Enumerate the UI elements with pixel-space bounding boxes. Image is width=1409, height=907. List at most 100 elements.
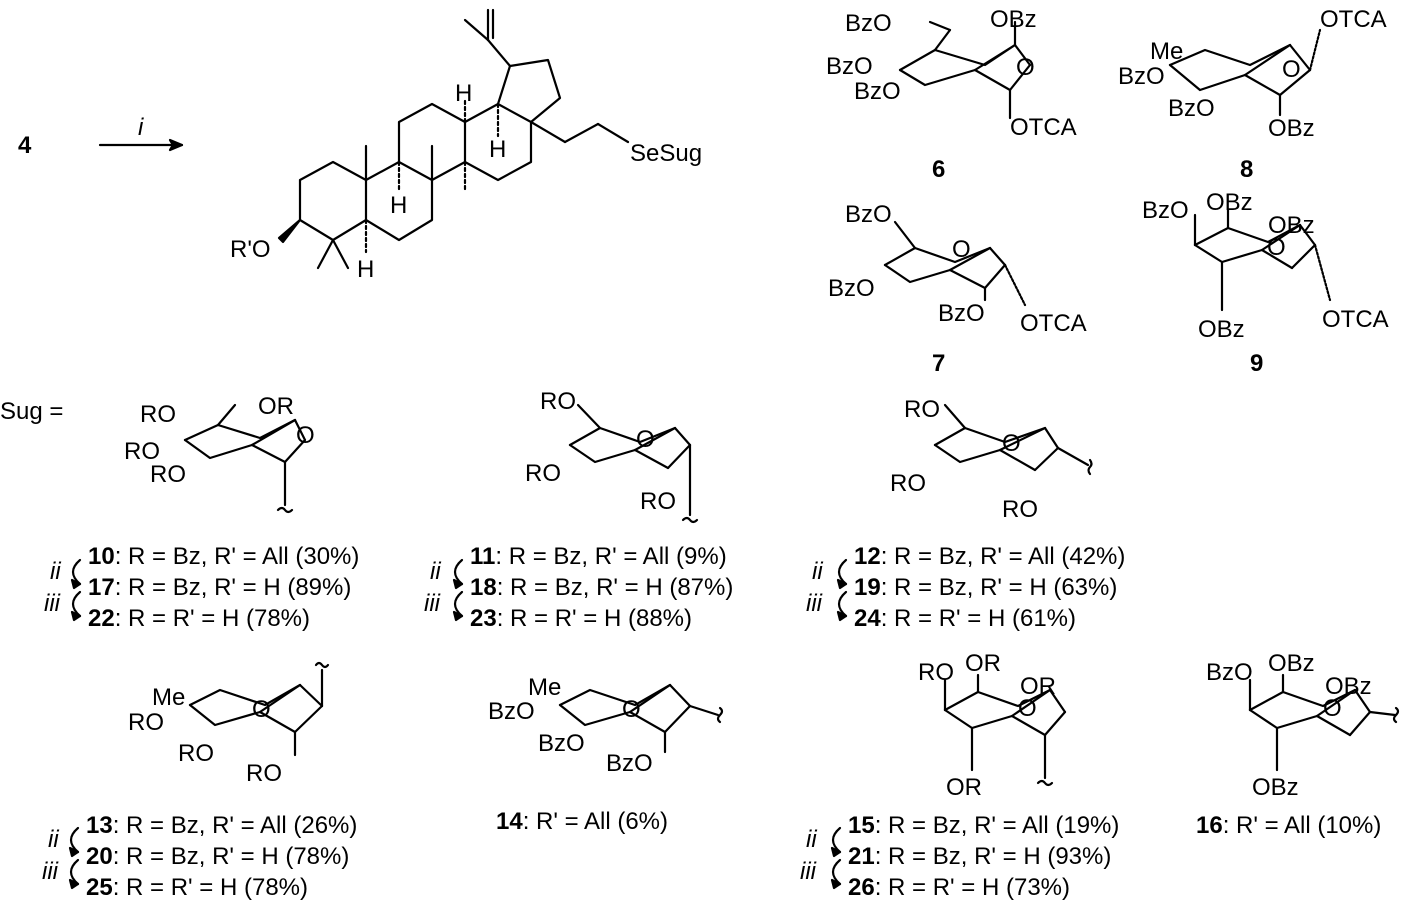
donor-8-label-me: Me: [1150, 38, 1184, 65]
start-compound-number: 4: [18, 132, 32, 159]
h-label-bottom: H: [357, 256, 375, 283]
sugar-5-ring: [558, 683, 724, 754]
r-prime-o-label: R'O: [230, 236, 271, 263]
sugar-6-label-or2: OR: [1020, 673, 1056, 700]
sugar-7-ring-o: O: [1323, 695, 1342, 722]
donor-9-label-obz1: OBz: [1206, 189, 1253, 216]
sugar-4-label-ro3: RO: [246, 760, 282, 787]
step-iii-label-c: iii: [806, 590, 822, 617]
reaction-arrow: [98, 138, 184, 152]
donor-9-label-otca: OTCA: [1322, 306, 1389, 333]
sugar-6-ring-o: O: [1018, 695, 1037, 722]
step-ii-label-b: ii: [430, 558, 441, 585]
entry-12: 12: R = Bz, R' = All (42%): [854, 543, 1126, 570]
entry-15: 15: R = Bz, R' = All (19%): [848, 812, 1120, 839]
entry-16: 16: R' = All (10%): [1196, 812, 1382, 839]
donor-6-label-2: OBz: [990, 6, 1037, 33]
sugar-2-label-ro1: RO: [540, 388, 576, 415]
sugar-3-ring: [933, 403, 1093, 476]
donor-7-label-bzo-bottom: BzO: [938, 300, 985, 327]
sugar-5-ring-o: O: [622, 696, 641, 723]
sugar-1-ring: [183, 403, 307, 514]
donor-6-number: 6: [932, 156, 946, 183]
donor-6-ring: [898, 20, 1032, 120]
sugar-6-ring: [943, 673, 1067, 787]
sugar-4-ring: [188, 661, 330, 757]
sugar-1-label-ro1: RO: [140, 401, 176, 428]
sugar-2-ring: [568, 403, 699, 524]
sugar-4-label-me: Me: [152, 684, 186, 711]
sugar-6-label-ro: RO: [918, 659, 954, 686]
step-iii-label-b: iii: [424, 590, 440, 617]
sug-label: Sug =: [0, 398, 64, 425]
sugar-5-label-bzo2: BzO: [538, 730, 585, 757]
sesug-label: SeSug: [630, 140, 703, 167]
entry-24: 24: R = R' = H (61%): [854, 605, 1077, 632]
entry-25: 25: R = R' = H (78%): [86, 874, 309, 901]
donor-6-label-4: BzO: [854, 78, 901, 105]
step-ii-label-c: ii: [812, 558, 823, 585]
donor-7-label-bzo-top: BzO: [845, 201, 892, 228]
entry-11: 11: R = Bz, R' = All (9%): [470, 543, 727, 570]
donor-8-number: 8: [1240, 156, 1254, 183]
sugar-3-ring-o: O: [1002, 430, 1021, 457]
donor-9-label-bzo: BzO: [1142, 197, 1189, 224]
entry-21: 21: R = Bz, R' = H (93%): [848, 843, 1112, 870]
entry-17: 17: R = Bz, R' = H (89%): [88, 574, 352, 601]
entry-14: 14: R' = All (6%): [496, 808, 668, 835]
sugar-4-label-ro2: RO: [178, 740, 214, 767]
donor-8-label-bzo1: BzO: [1118, 63, 1165, 90]
step-iii-label-a: iii: [44, 590, 60, 617]
sugar-4-label-ro1: RO: [128, 709, 164, 736]
step-ii-label-a: ii: [50, 558, 61, 585]
sugar-5-label-me: Me: [528, 674, 562, 701]
sugar-7-label-obz2: OBz: [1325, 673, 1372, 700]
sugar-7-label-bzo: BzO: [1206, 659, 1253, 686]
donor-7-ring-o: O: [952, 236, 971, 263]
sugar-1-label-or: OR: [258, 393, 294, 420]
donor-6-label-5: OTCA: [1010, 114, 1077, 141]
donor-8-label-obz: OBz: [1268, 115, 1315, 142]
sugar-1-ring-o: O: [296, 422, 315, 449]
step-ii-label-e: ii: [806, 826, 817, 853]
arrow-reagent-label: i: [138, 114, 144, 141]
entry-20: 20: R = Bz, R' = H (78%): [86, 843, 350, 870]
sugar-3-label-ro1: RO: [904, 396, 940, 423]
sugar-2-label-ro3: RO: [640, 488, 676, 515]
sugar-5-label-bzo1: BzO: [488, 698, 535, 725]
entry-10: 10: R = Bz, R' = All (30%): [88, 543, 360, 570]
h-label-mid: H: [489, 136, 507, 163]
donor-9-ring: [1193, 208, 1332, 312]
step-arrows: [68, 558, 848, 890]
entry-18: 18: R = Bz, R' = H (87%): [470, 574, 734, 601]
entry-13: 13: R = Bz, R' = All (26%): [86, 812, 358, 839]
h-label-top: H: [455, 80, 473, 107]
donor-7-number: 7: [932, 350, 946, 377]
step-ii-label-d: ii: [48, 826, 59, 853]
donor-7-ring: [883, 220, 1027, 307]
donor-9-number: 9: [1250, 350, 1264, 377]
entry-19: 19: R = Bz, R' = H (63%): [854, 574, 1118, 601]
sugar-2-ring-o: O: [636, 426, 655, 453]
step-iii-label-d: iii: [42, 858, 58, 885]
entry-26: 26: R = R' = H (73%): [848, 874, 1071, 901]
donor-6-label-3: BzO: [826, 53, 873, 80]
sugar-2-label-ro2: RO: [525, 460, 561, 487]
donor-8-label-bzo2: BzO: [1168, 95, 1215, 122]
donor-6-ring-o: O: [1016, 54, 1035, 81]
donor-7-label-otca: OTCA: [1020, 310, 1087, 337]
sugar-1-label-ro3: RO: [150, 461, 186, 488]
sugar-6-label-or1: OR: [965, 650, 1001, 677]
donor-6-label-1: BzO: [845, 10, 892, 37]
entry-23: 23: R = R' = H (88%): [470, 605, 693, 632]
h-label-ring: H: [390, 192, 408, 219]
donor-8-ring: [1168, 28, 1322, 117]
sugar-7-ring: [1248, 673, 1400, 772]
donor-8-label-otca: OTCA: [1320, 6, 1387, 33]
donor-8-ring-o: O: [1282, 56, 1301, 83]
sugar-1-label-ro2: RO: [124, 438, 160, 465]
donor-9-label-obz2: OBz: [1268, 212, 1315, 239]
entry-22: 22: R = R' = H (78%): [88, 605, 311, 632]
donor-7-label-bzo-left: BzO: [828, 275, 875, 302]
